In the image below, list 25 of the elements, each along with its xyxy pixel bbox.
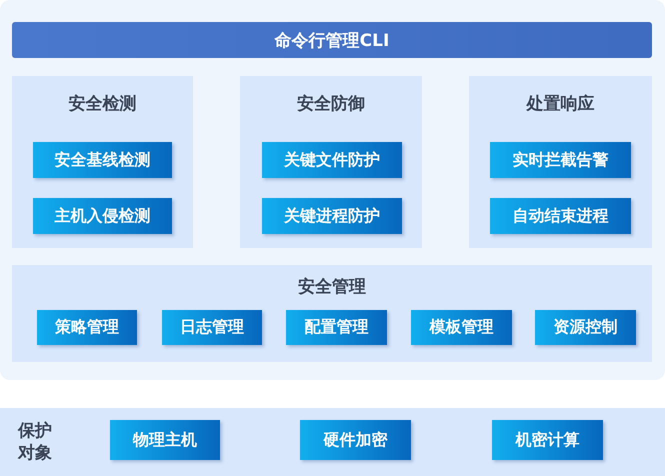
group-title: 安全检测 — [68, 93, 138, 115]
module-box: 物理主机 — [110, 420, 220, 460]
module-box: 关键文件防护 — [262, 142, 402, 178]
module-box: 自动结束进程 — [490, 198, 631, 234]
group-panel — [0, 408, 665, 476]
group-title: 安全防御 — [296, 93, 366, 115]
module-box: 配置管理 — [286, 310, 387, 345]
group-panel — [240, 76, 422, 248]
group-panel — [469, 76, 652, 248]
module-box: 模板管理 — [411, 310, 512, 345]
group-panel — [12, 76, 193, 248]
module-box: 关键进程防护 — [262, 198, 402, 234]
command-line-bar: 命令行管理CLI — [12, 22, 652, 58]
group-title: 安全管理 — [297, 276, 367, 298]
module-box: 日志管理 — [162, 310, 262, 345]
module-box: 实时拦截告警 — [490, 142, 631, 178]
module-box: 策略管理 — [37, 310, 137, 345]
module-box: 资源控制 — [535, 310, 636, 345]
group-title: 处置响应 — [525, 93, 596, 115]
module-box: 主机入侵检测 — [33, 198, 172, 234]
module-box: 硬件加密 — [300, 420, 411, 460]
group-title: 保护对象 — [18, 420, 53, 464]
module-box: 机密计算 — [492, 420, 603, 460]
group-panel — [12, 265, 652, 362]
module-box: 安全基线检测 — [33, 142, 172, 178]
